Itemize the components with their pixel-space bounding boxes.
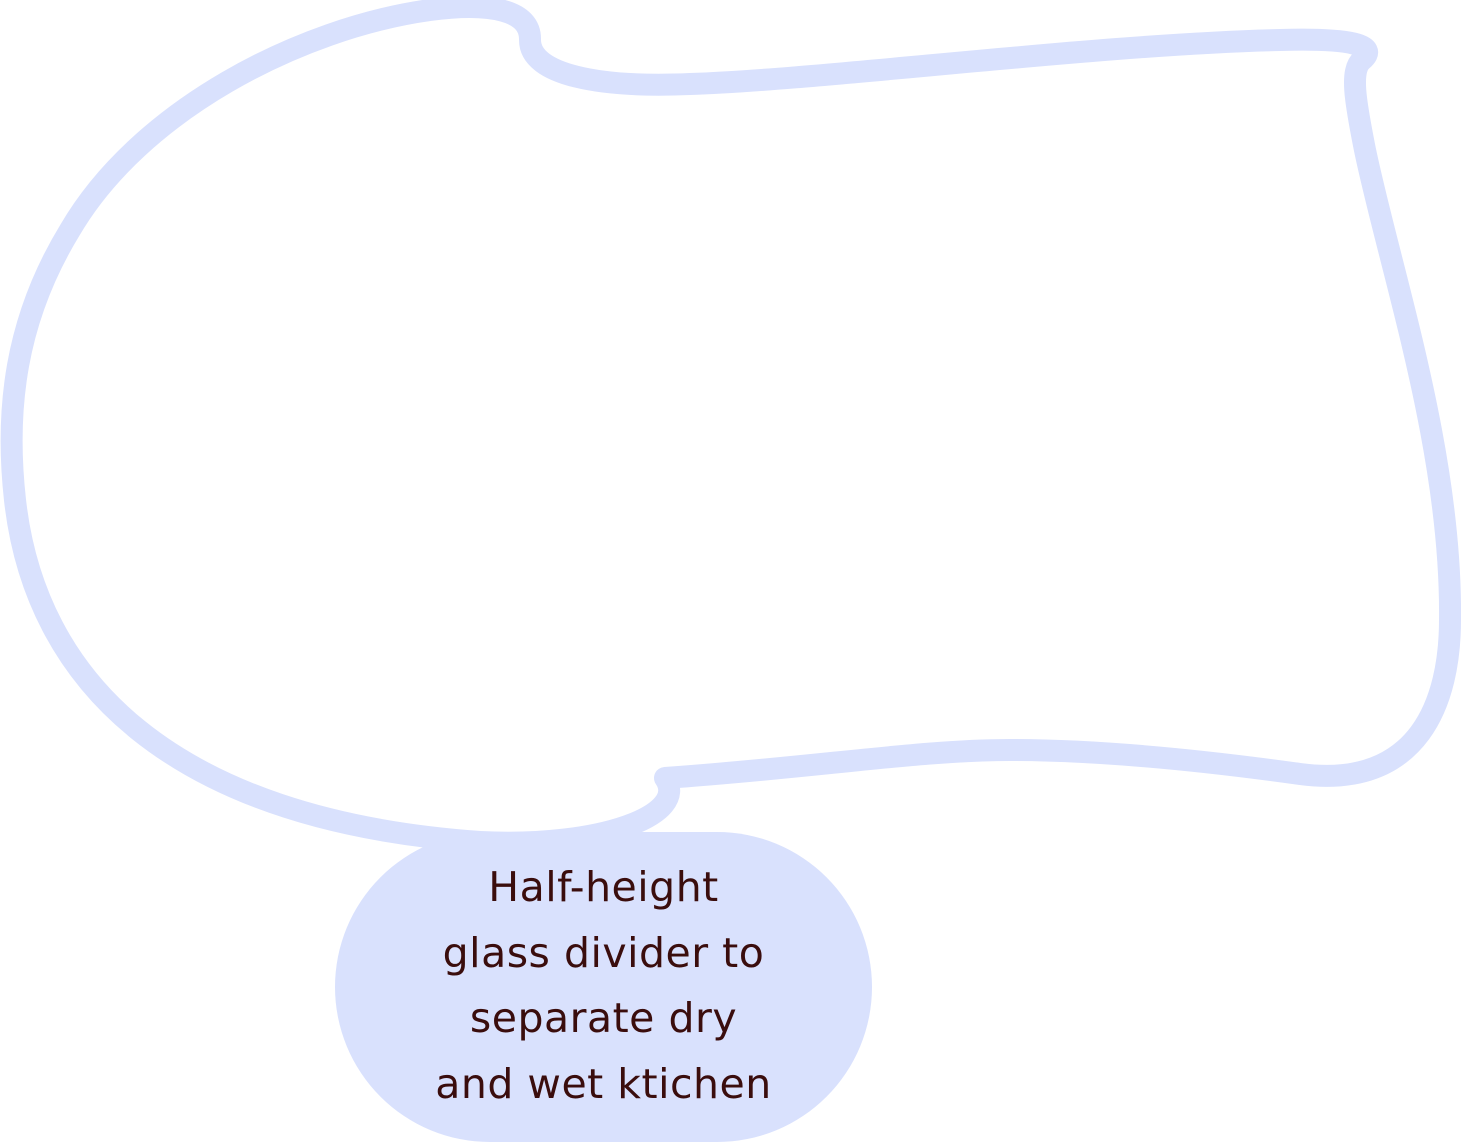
- callout-line-4: and wet ktichen: [435, 1059, 772, 1108]
- callout-label: Half-height glass divider to separate dr…: [335, 832, 872, 1142]
- region-outline-path: [0, 0, 1461, 854]
- callout-line-2: glass divider to: [442, 928, 765, 977]
- callout-line-3: separate dry: [469, 994, 738, 1042]
- callout-line-1: Half-height: [488, 863, 719, 911]
- callout-text: Half-height glass divider to separate dr…: [414, 855, 794, 1117]
